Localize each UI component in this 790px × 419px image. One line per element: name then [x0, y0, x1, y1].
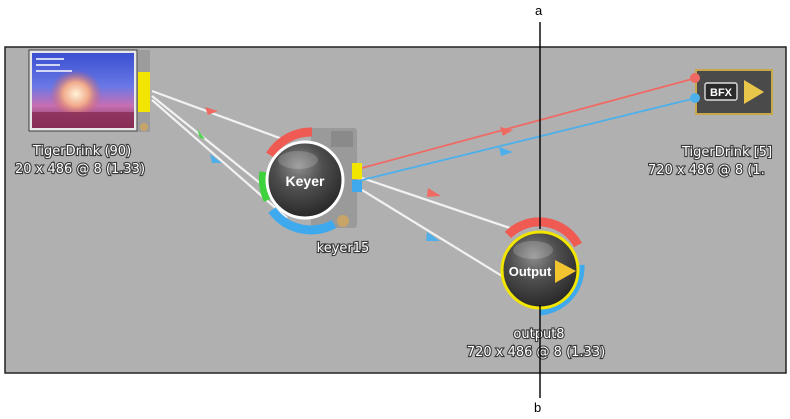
svg-text:output8: output8	[513, 327, 564, 342]
keyer-ring-green[interactable]	[258, 171, 273, 202]
keyer-sphere-highlight	[278, 151, 318, 169]
svg-text:720 x 486 @ 8 (1.: 720 x 486 @ 8 (1.	[648, 163, 765, 178]
keyer-output-port-blue[interactable]	[352, 180, 362, 192]
thumbnail-bottom-band	[32, 112, 134, 128]
play-triangle-icon	[744, 80, 764, 104]
arrow-red-1	[205, 107, 218, 115]
keyer-bottom-dot[interactable]	[337, 215, 349, 227]
callout-label-a: a	[535, 3, 543, 18]
keyer-button-label: Keyer	[286, 173, 325, 189]
link-keyer-bfx-red[interactable]	[361, 77, 697, 169]
keyer-ring-blue[interactable]	[268, 207, 337, 235]
svg-text:720 x 486 @ 8 (1.33): 720 x 486 @ 8 (1.33)	[467, 345, 605, 360]
play-triangle-icon	[555, 260, 576, 283]
svg-text:TigerDrink (90): TigerDrink (90)	[32, 144, 131, 159]
keyer-node[interactable]: Keyer keyer15 keyer15	[258, 127, 370, 257]
link-source-keyer-1[interactable]	[151, 89, 286, 142]
bfx-input-port-blue[interactable]	[690, 93, 700, 103]
output-node-format: 720 x 486 @ 8 (1.33)	[467, 345, 605, 360]
svg-text:20 x 486 @ 8 (1.33): 20 x 486 @ 8 (1.33)	[15, 162, 145, 177]
bfx-node-format: 720 x 486 @ 8 (1.	[648, 163, 765, 178]
link-keyer-bfx-blue[interactable]	[361, 97, 697, 181]
bfx-node[interactable]: BFX TigerDrink [5] TigerDrink [5] 720 x …	[647, 69, 773, 179]
svg-text:keyer15: keyer15	[317, 241, 370, 256]
keyer-top-slot[interactable]	[331, 131, 353, 147]
output-node[interactable]: Output output8 output8 720 x 486 @ 8 (1.…	[466, 217, 606, 361]
source-output-port-yellow[interactable]	[138, 72, 150, 112]
link-source-keyer-2[interactable]	[151, 95, 277, 197]
arrow-blue-2	[426, 232, 440, 241]
bfx-input-port-red[interactable]	[690, 73, 700, 83]
output-node-name: output8	[513, 327, 564, 342]
arrow-green-1	[197, 129, 205, 139]
arrow-blue-1	[210, 154, 222, 163]
callout-label-b: b	[534, 400, 542, 415]
arrow-red-2	[427, 188, 441, 197]
keyer-node-name: keyer15	[317, 241, 370, 256]
bfx-badge-label: BFX	[710, 87, 733, 99]
source-node[interactable]: TigerDrink (90) TigerDrink (90) 20 x 486…	[14, 49, 150, 178]
connection-links	[151, 77, 697, 277]
output-sphere-highlight	[513, 241, 553, 259]
source-node-format: 20 x 486 @ 8 (1.33)	[15, 162, 145, 177]
keyer-sphere-button[interactable]	[265, 140, 345, 220]
link-keyer-output-1[interactable]	[361, 176, 511, 230]
output-button-label: Output	[509, 264, 552, 279]
source-node-name: TigerDrink (90)	[32, 144, 131, 159]
keyer-ring-red[interactable]	[266, 127, 313, 158]
link-keyer-output-2[interactable]	[361, 189, 503, 277]
arrow-blue-3	[499, 147, 513, 156]
output-ring-red[interactable]	[504, 217, 582, 248]
bfx-node-name: TigerDrink [5]	[681, 145, 772, 160]
thumbnail-explosion	[50, 70, 102, 118]
arrow-red-3	[500, 127, 513, 136]
bfx-badge-box	[704, 82, 738, 101]
keyer-output-port-yellow[interactable]	[352, 163, 362, 179]
source-port-dot[interactable]	[140, 123, 148, 131]
svg-text:TigerDrink [5]: TigerDrink [5]	[681, 145, 772, 160]
